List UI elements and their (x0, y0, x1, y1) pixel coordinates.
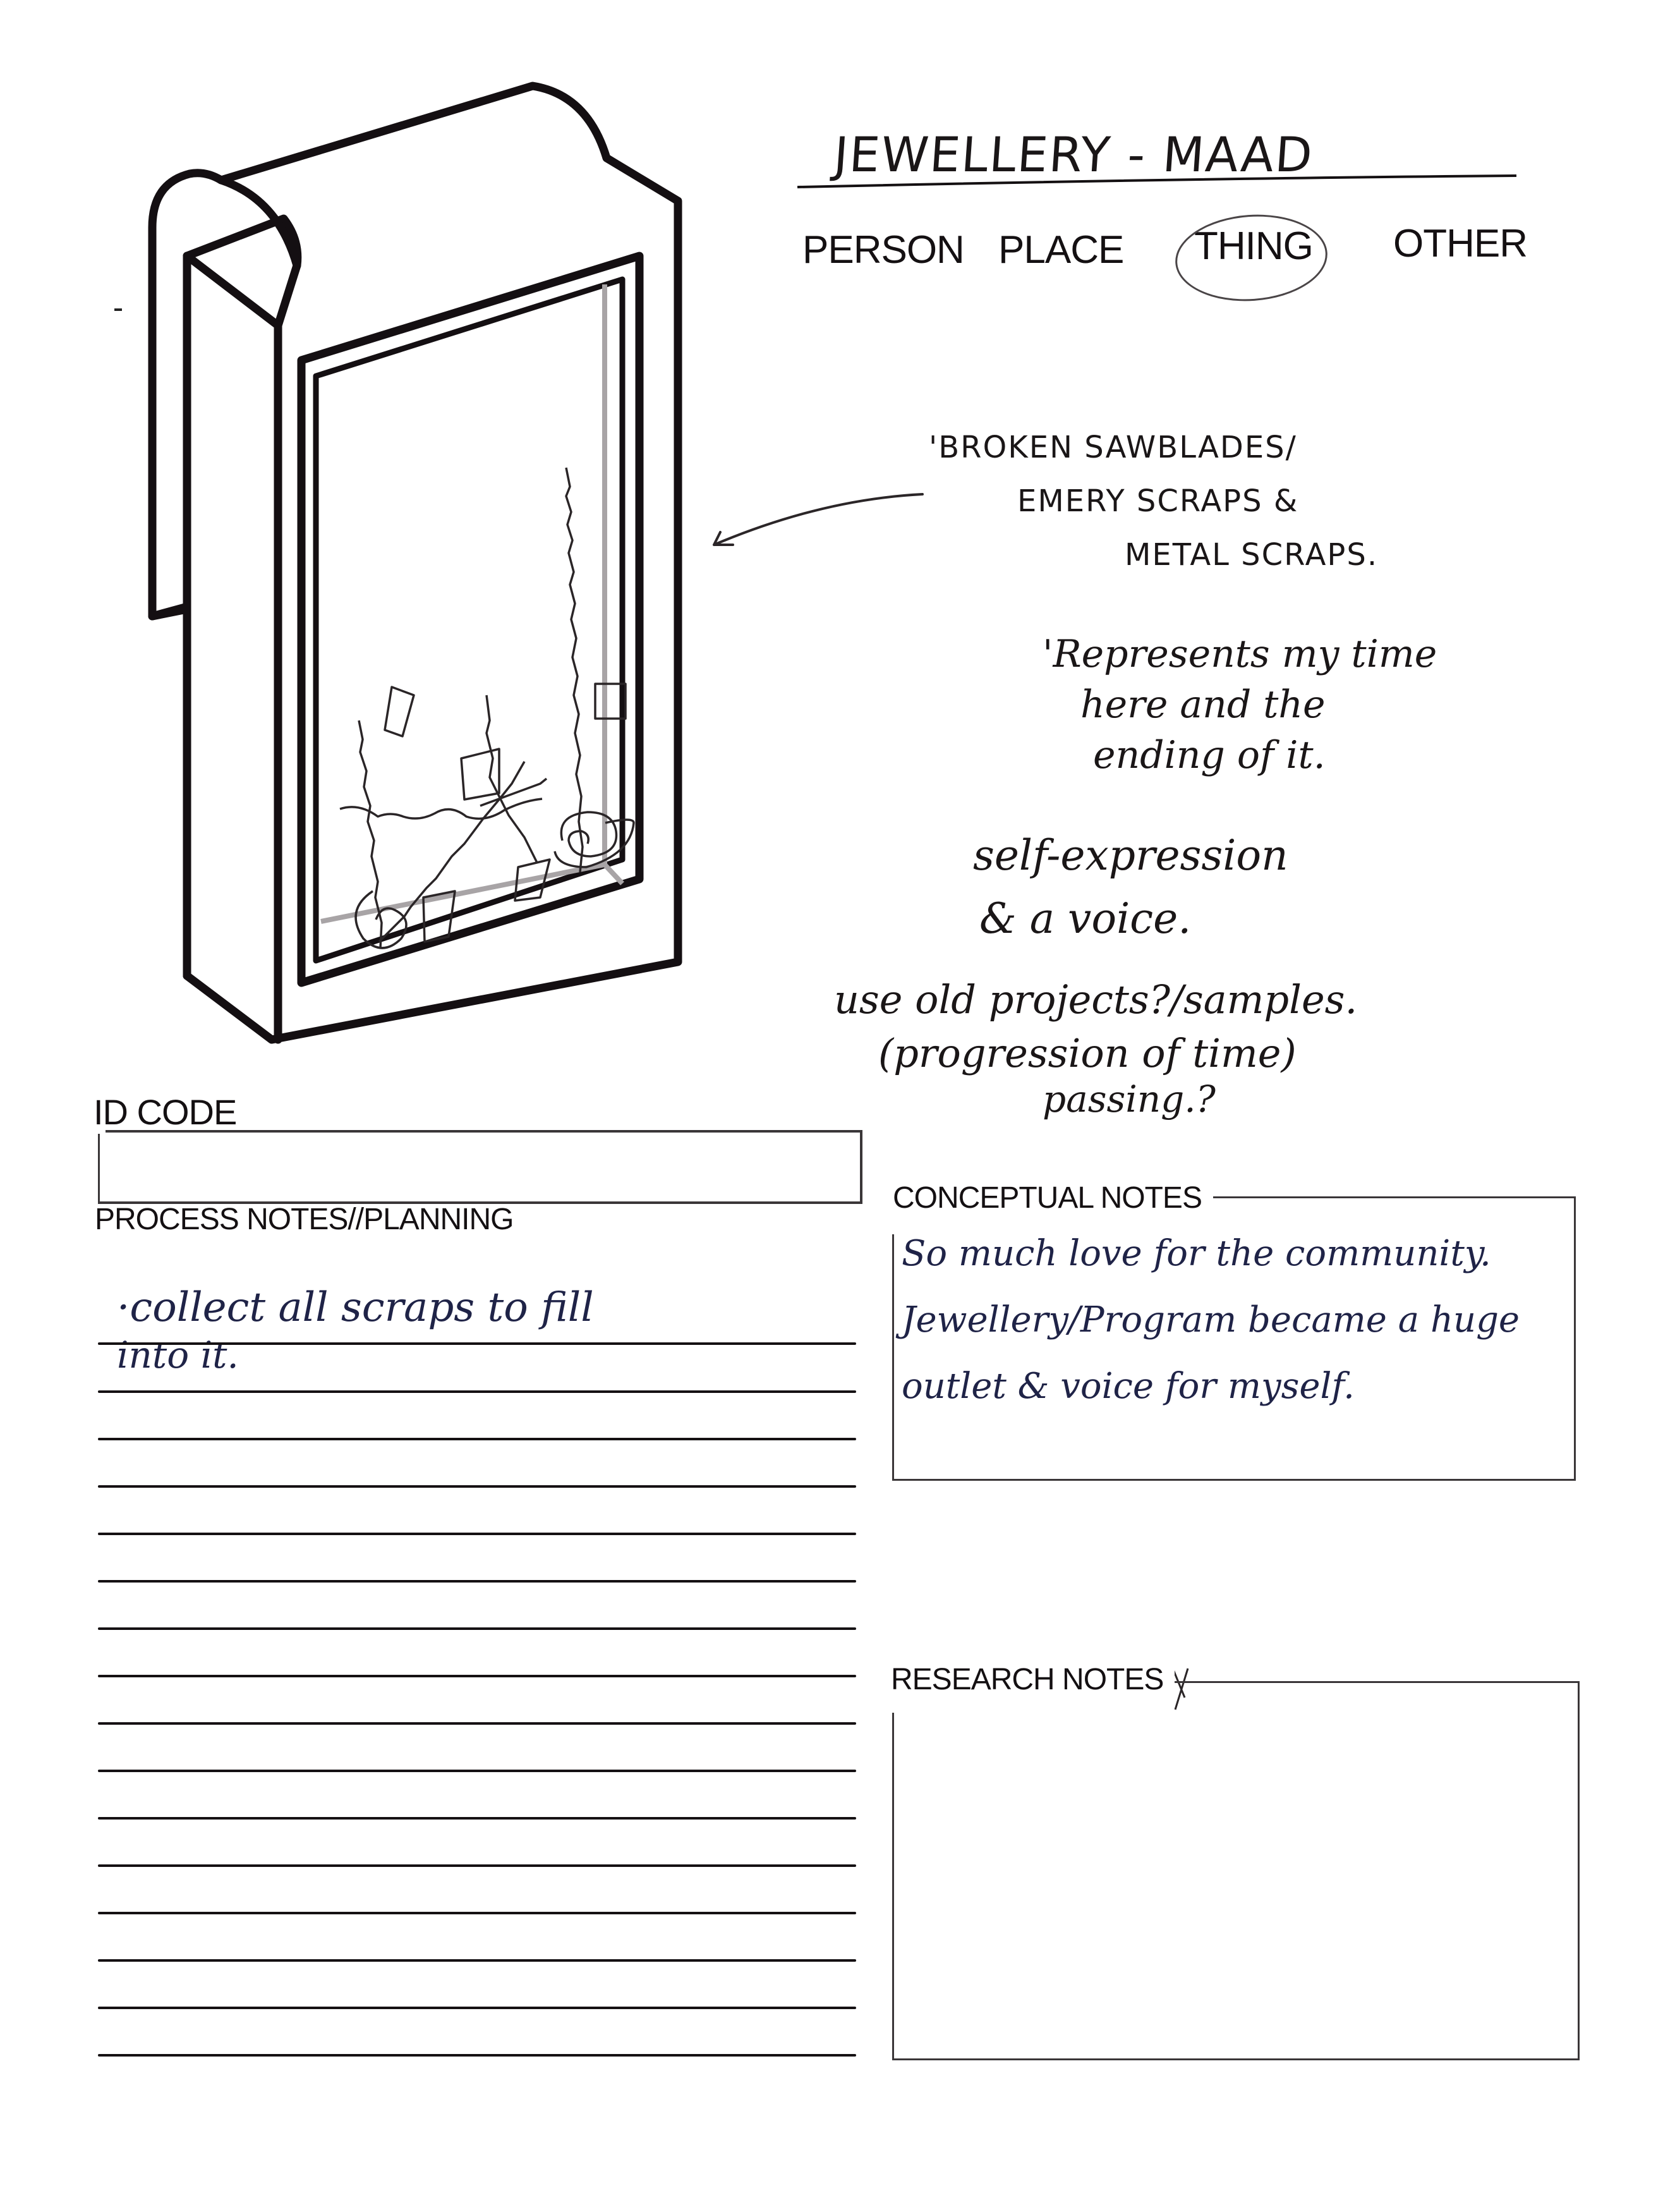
materials-note-line-2: EMERY SCRAPS & (1017, 483, 1299, 519)
title-underline (797, 174, 1517, 188)
ruled-line (98, 1485, 856, 1488)
ruled-line (98, 1390, 856, 1393)
research-notes-field[interactable] (892, 1681, 1580, 2060)
meaning-note-line-3: ending of it. (1093, 733, 1326, 777)
ruled-line (98, 1817, 856, 1820)
materials-note-line-1: 'BROKEN SAWBLADES/ (929, 430, 1297, 465)
ruled-line (98, 1770, 856, 1772)
category-selector: PERSON PLACE THING OTHER (802, 209, 1528, 307)
ruled-line (98, 1627, 856, 1630)
stray-mark (114, 308, 122, 311)
conceptual-notes-field[interactable]: So much love for the community. Jeweller… (892, 1196, 1576, 1481)
ideas-note-line-2: (progression of time) (878, 1030, 1297, 1076)
scrap-contents (339, 467, 635, 949)
process-notes-line-2: into it. (117, 1334, 239, 1376)
ruled-line (98, 1722, 856, 1725)
conceptual-notes-line-1: So much love for the community. (902, 1233, 1491, 1274)
ruled-line (98, 1864, 856, 1867)
ruled-line (98, 1912, 856, 1914)
ruled-line (98, 1580, 856, 1583)
ruled-line (98, 1438, 856, 1440)
materials-note-line-3: METAL SCRAPS. (1125, 537, 1379, 573)
ruled-line (98, 2007, 856, 2009)
conceptual-notes-label: CONCEPTUAL NOTES (893, 1181, 1213, 1215)
category-place[interactable]: PLACE (998, 228, 1124, 272)
expression-note-line-2: & a voice. (979, 894, 1192, 943)
ruled-line (98, 1533, 856, 1535)
ideas-note-line-3: passing.? (1043, 1078, 1216, 1121)
meaning-note-line-2: here and the (1080, 683, 1326, 727)
project-title: JEWELLERY - MAAD (832, 126, 1315, 183)
pointer-arrow (713, 493, 924, 546)
conceptual-notes-line-2: Jewellery/Program became a huge (902, 1299, 1520, 1340)
ruled-line (98, 2054, 856, 2057)
expression-note-line-1: self-expression (973, 831, 1288, 880)
process-notes-line-1: ·collect all scraps to fill (117, 1284, 594, 1331)
id-code-label: ID CODE (94, 1092, 237, 1132)
category-thing[interactable]: THING (1194, 224, 1314, 268)
process-notes-label: PROCESS NOTES//PLANNING (95, 1203, 514, 1236)
box-outline (148, 82, 682, 1044)
process-notes-area[interactable]: ·collect all scraps to fill into it. (98, 1277, 856, 2073)
ruled-line (98, 1959, 856, 1962)
window-frame (297, 252, 644, 987)
ruled-line (98, 1342, 856, 1345)
category-person[interactable]: PERSON (802, 228, 965, 272)
ruled-line (98, 1675, 856, 1677)
x-mark (1172, 1668, 1189, 1710)
id-code-field[interactable] (98, 1130, 862, 1204)
conceptual-notes-line-3: outlet & voice for myself. (902, 1366, 1355, 1407)
ideas-note-line-1: use old projects?/samples. (834, 976, 1358, 1023)
category-other[interactable]: OTHER (1393, 222, 1528, 265)
meaning-note-line-1: 'Represents my time (1043, 632, 1437, 676)
research-notes-label: RESEARCH NOTES (891, 1662, 1175, 1697)
